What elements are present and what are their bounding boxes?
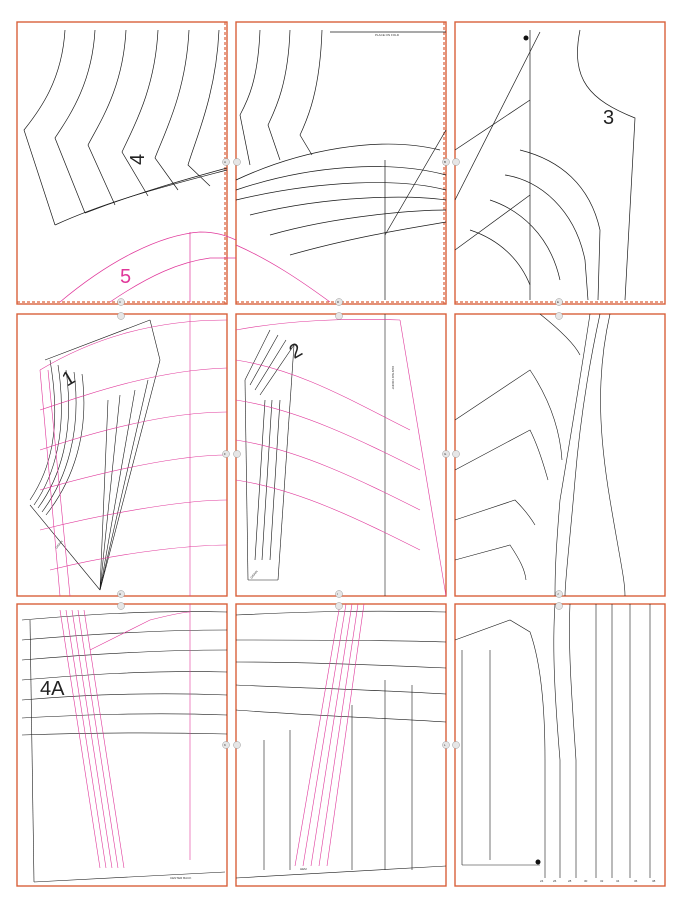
grain-text-1: GRAIN [54,540,63,550]
marker-letter-c: C [119,300,122,304]
tile-1-1 [16,21,228,305]
top-middle-lines [235,29,447,300]
tile-marker-circles [117,158,563,749]
piece-3-lines [454,29,636,301]
piece-1-label: 1 [58,366,79,391]
marker-letter-h: H [119,592,121,596]
tile-2-3 [454,313,666,597]
fold-text-middle-middle: CENTER FRONT [391,366,395,390]
piece-3-label: 3 [603,107,614,129]
size-label: 30 [584,879,588,883]
size-label: 34 [616,879,620,883]
piece-2-label: 2 [286,339,307,364]
marker-letter-i: I [337,592,338,596]
grain-text-2: GRAIN [249,570,258,580]
tile-3-2 [235,603,447,887]
size-label: 24 [540,879,544,883]
marker-letter-e: E [557,300,559,304]
size-labels-bottom-right: 24 26 28 30 32 34 36 38 [540,879,656,883]
fold-text-bottom-left: CENTER BACK [170,876,191,880]
tile-2-2 [235,313,447,597]
marker-letter-d: D [337,300,340,304]
bottom-center-black-lines [235,610,447,879]
middle-right-lines [454,313,626,597]
marker-dot-top-right [523,35,529,41]
hem-text-bottom-center: HEM [300,867,307,871]
marker-letter-f: F [224,452,226,456]
piece-2-black-lines [244,314,386,596]
marker-letter-l: L [444,743,446,747]
size-label: 36 [634,879,638,883]
tile-3-1 [16,603,228,887]
piece-5-label: 5 [120,266,131,288]
tile-marker-letters: A B C D E F G H I J K L [119,160,559,747]
piece-5-lines [59,231,331,303]
marker-letter-g: G [444,452,447,456]
piece-4-label: 4 [127,154,149,165]
marker-dot-bottom-right [535,859,541,865]
piece-1-black-lines [29,319,161,591]
piece-1-magenta-lines [39,314,228,597]
size-label: 38 [652,879,656,883]
size-label: 32 [600,879,604,883]
fold-text-top-middle: PLACE ON FOLD [375,33,400,37]
marker-letter-b: B [444,160,446,164]
marker-letter-k: K [224,743,226,747]
marker-letter-j: J [557,592,559,596]
bottom-center-magenta-lines [294,603,365,867]
piece-4a-black-lines [21,611,228,883]
tile-overlap-dashes [17,22,665,304]
piece-4a-label: 4A [40,678,65,700]
tile-1-2 [235,21,447,305]
piece-4a-magenta-lines [59,604,191,869]
tile-1-3 [454,21,666,305]
marker-letter-a: A [224,160,226,164]
piece-4-lines [23,29,228,226]
tile-2-1 [16,313,228,597]
bottom-right-lines [454,603,651,878]
size-label: 28 [568,879,572,883]
piece-2-magenta-lines [235,319,447,597]
size-label: 26 [553,879,557,883]
